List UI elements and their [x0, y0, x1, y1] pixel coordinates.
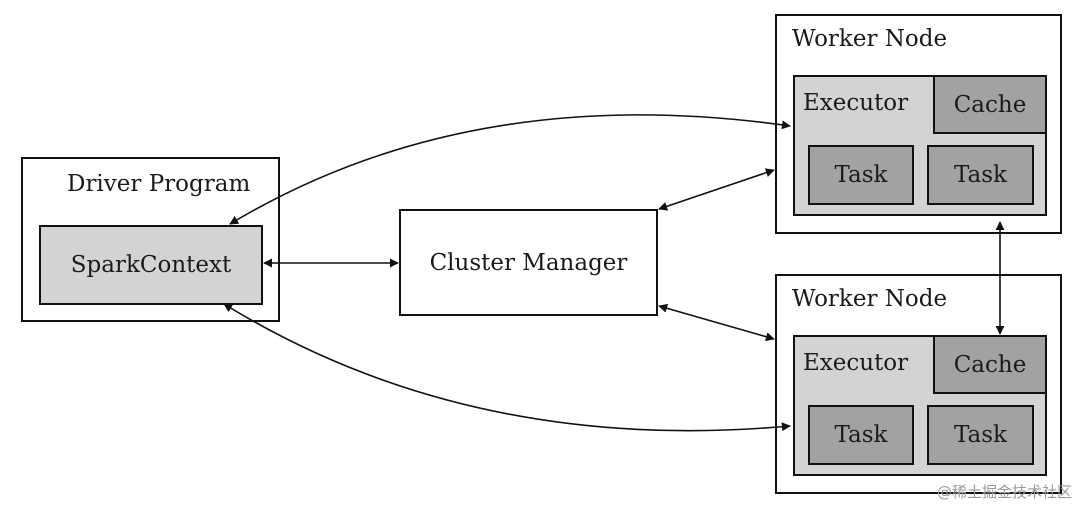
cache-1-box: Cache — [933, 75, 1047, 134]
worker-node-2-title: Worker Node — [792, 286, 948, 312]
task-1a-box: Task — [808, 145, 914, 205]
executor-1-label: Executor — [803, 90, 909, 116]
arrow-driver-executor1 — [229, 114, 791, 225]
task-2a-label: Task — [834, 422, 888, 448]
arrow-cluster-worker1 — [658, 168, 775, 211]
spark-context-box: SparkContext — [39, 225, 263, 305]
worker-node-2: Worker Node Executor Cache Task Task — [775, 274, 1062, 494]
cluster-manager-label: Cluster Manager — [429, 249, 628, 276]
watermark: @稀土掘金技术社区 — [936, 483, 1072, 501]
driver-program-title: Driver Program — [67, 171, 251, 197]
spark-context-label: SparkContext — [70, 252, 232, 278]
arrow-driver-executor2 — [223, 303, 791, 432]
executor-2-box: Executor Cache Task Task — [793, 335, 1047, 476]
task-1a-label: Task — [834, 162, 888, 188]
task-2b-box: Task — [927, 405, 1034, 465]
arrow-cluster-worker2 — [658, 303, 775, 342]
task-2a-box: Task — [808, 405, 914, 465]
executor-2-label: Executor — [803, 350, 909, 376]
worker-node-1-title: Worker Node — [792, 26, 948, 52]
executor-1-box: Executor Cache Task Task — [793, 75, 1047, 216]
task-2b-label: Task — [953, 422, 1007, 448]
cluster-manager-box: Cluster Manager — [399, 209, 658, 316]
cache-2-box: Cache — [933, 335, 1047, 394]
worker-node-1: Worker Node Executor Cache Task Task — [775, 14, 1062, 234]
task-1b-label: Task — [953, 162, 1007, 188]
task-1b-box: Task — [927, 145, 1034, 205]
driver-program-box: Driver Program SparkContext — [21, 157, 280, 322]
cache-2-label: Cache — [953, 351, 1027, 378]
cache-1-label: Cache — [953, 91, 1027, 118]
